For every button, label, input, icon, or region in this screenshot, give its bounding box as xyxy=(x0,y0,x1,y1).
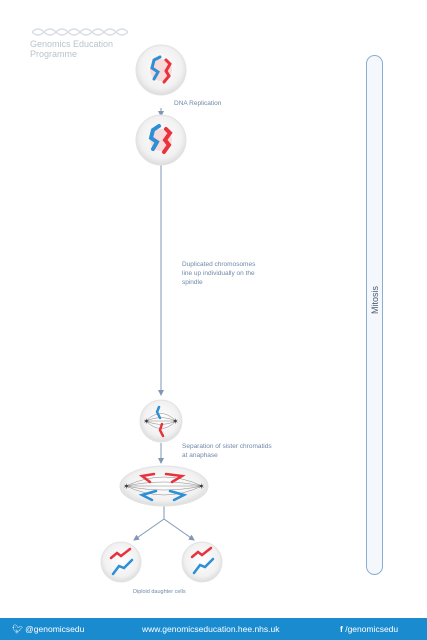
daughter-cell-right xyxy=(181,541,223,583)
logo-line-2: Programme xyxy=(30,49,78,59)
flow-arrows xyxy=(133,108,195,541)
centrosome-right-icon: ✶ xyxy=(198,482,205,491)
chromosome-paternal-duplicated xyxy=(148,124,161,151)
chromosome-paternal xyxy=(111,558,134,576)
facebook-icon: f xyxy=(340,624,343,634)
label-separation: Separation of sister chromatids at anaph… xyxy=(182,442,312,460)
dna-helix-icon xyxy=(31,28,129,36)
label-separation-2: at anaphase xyxy=(182,452,218,459)
twitter-handle: @genomicsedu xyxy=(25,624,85,634)
label-separation-1: Separation of sister chromatids xyxy=(182,443,272,450)
chromosome-maternal xyxy=(162,58,172,84)
cell-anaphase: ✶ ✶ xyxy=(119,465,209,507)
chromatid-paternal-left xyxy=(138,489,158,502)
footer-bar: 🐦︎ @genomicsedu www.genomicseducation.he… xyxy=(0,618,427,640)
footer-website-link[interactable]: www.genomicseducation.hee.nhs.uk xyxy=(142,624,280,634)
centrosome-left-icon: ✶ xyxy=(143,417,150,426)
chromosome-paternal xyxy=(150,55,162,81)
centrosome-left-icon: ✶ xyxy=(123,482,130,491)
centrosome-right-icon: ✶ xyxy=(172,417,179,426)
cell-metaphase: ✶ ✶ xyxy=(139,399,183,443)
mitosis-phase-label: Mitosis xyxy=(370,285,380,315)
arrow-split-right xyxy=(163,518,195,541)
footer-twitter[interactable]: 🐦︎ @genomicsedu xyxy=(12,624,84,635)
chromosome-paternal-aligned xyxy=(155,405,162,420)
chromosome-maternal xyxy=(109,547,132,560)
chromosome-maternal xyxy=(190,546,213,559)
mitosis-phase-bar xyxy=(366,55,383,575)
footer-facebook[interactable]: f /genomicsedu xyxy=(340,624,398,634)
daughter-cell-left xyxy=(100,541,142,583)
facebook-handle: /genomicsedu xyxy=(345,624,399,634)
label-line-up-2: line up individually on the xyxy=(182,270,255,277)
label-line-up-1: Duplicated chromosomes xyxy=(182,261,256,268)
twitter-icon: 🐦︎ xyxy=(12,624,23,634)
genomics-education-logo: Genomics Education Programme xyxy=(30,26,150,59)
arrow-split-left xyxy=(133,518,165,541)
chromosome-maternal-duplicated xyxy=(162,127,173,154)
cell-initial xyxy=(135,44,187,96)
logo-line-1: Genomics Education xyxy=(30,39,114,49)
chromatid-maternal-right xyxy=(164,472,186,484)
label-line-up: Duplicated chromosomes line up individua… xyxy=(182,260,302,287)
chromatid-paternal-right xyxy=(168,489,188,502)
chromosome-maternal-aligned xyxy=(158,422,165,438)
label-line-up-3: spindle xyxy=(182,279,203,286)
cell-replicated xyxy=(135,114,187,166)
chromatid-maternal-left xyxy=(138,472,156,484)
label-daughter-cells: Diploid daughter cells xyxy=(133,589,186,595)
chromosome-paternal xyxy=(192,557,215,575)
label-dna-replication: DNA Replication xyxy=(174,100,222,107)
